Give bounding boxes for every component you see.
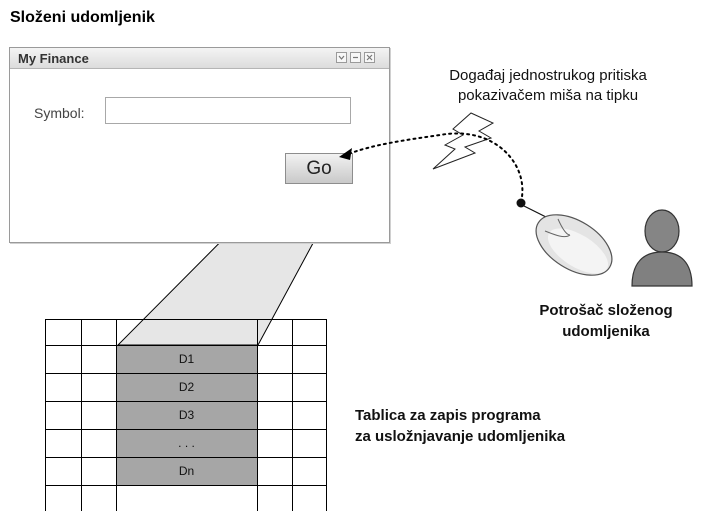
mouse-icon <box>516 198 613 276</box>
restore-icon[interactable] <box>350 52 361 63</box>
table-border <box>45 319 327 320</box>
minimize-icon[interactable] <box>336 52 347 63</box>
symbol-input[interactable] <box>105 97 351 124</box>
table-border <box>292 319 293 511</box>
table-border <box>45 457 327 458</box>
table-border <box>116 319 117 511</box>
symbol-label: Symbol: <box>34 105 85 121</box>
table-border <box>45 401 327 402</box>
program-table: D1 D2 D3 . . . Dn <box>45 319 327 511</box>
finance-widget-window: My Finance Symbol: Go <box>9 47 390 243</box>
table-border <box>45 345 327 346</box>
page-title: Složeni udomljenik <box>10 9 155 26</box>
table-entry: D2 <box>178 380 195 394</box>
event-label-line1: Događaj jednostrukog pritiska <box>449 67 647 84</box>
table-label: Tablica za zapis programa za usložnjavan… <box>355 405 565 447</box>
table-label-line1: Tablica za zapis programa <box>355 407 541 424</box>
table-border <box>326 319 327 511</box>
table-border <box>45 373 327 374</box>
widget-title: My Finance <box>18 51 89 66</box>
table-entry: D3 <box>178 408 195 422</box>
table-border <box>45 319 46 511</box>
table-border <box>45 485 327 486</box>
table-border <box>257 319 258 511</box>
event-label: Događaj jednostrukog pritiska pokazivače… <box>400 66 696 106</box>
consumer-label-line1: Potrošač složenog <box>539 302 673 319</box>
table-entry: Dn <box>178 464 195 478</box>
consumer-label: Potrošač složenog udomljenika <box>506 300 706 342</box>
highlight-column <box>116 345 257 485</box>
table-entry: D1 <box>178 352 195 366</box>
table-border <box>45 429 327 430</box>
table-entry: . . . <box>178 436 195 450</box>
close-icon[interactable] <box>364 52 375 63</box>
table-border <box>81 319 82 511</box>
event-label-line2: pokazivačem miša na tipku <box>457 87 639 104</box>
table-label-line2: za usložnjavanje udomljenika <box>355 428 566 445</box>
user-icon <box>631 209 693 287</box>
go-button[interactable]: Go <box>285 153 353 184</box>
consumer-label-line2: udomljenika <box>562 323 650 340</box>
widget-titlebar: My Finance <box>10 48 389 69</box>
